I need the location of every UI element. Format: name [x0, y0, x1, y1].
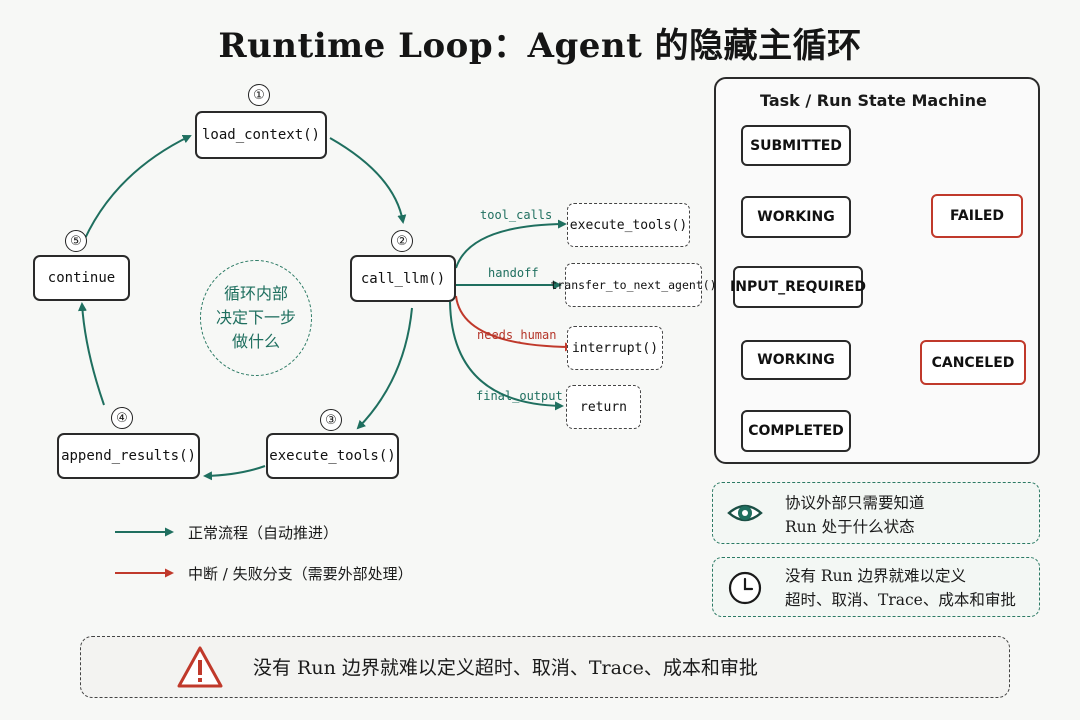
node-transfer-to-next-agent: transfer_to_next_agent() [550, 263, 717, 307]
node-append-results: append_results() [57, 433, 200, 479]
center-line-3: 做什么 [231, 332, 280, 351]
node-load-context: load_context() [195, 111, 327, 159]
center-line-2: 决定下一步 [215, 308, 296, 327]
arrow-branch-final-output [449, 301, 564, 411]
state-input-required: INPUT_REQUIRED [730, 266, 866, 308]
state-working-2: WORKING [741, 340, 851, 380]
info-box-protocol: 协议外部只需要知道 Run 处于什么状态 [712, 482, 1040, 544]
legend-normal-label: 正常流程（自动推进） [188, 524, 339, 542]
edge-label-handoff: handoff [488, 266, 539, 280]
eye-icon [727, 504, 763, 522]
node-return: return [566, 385, 641, 429]
step-number-1: ① [248, 84, 270, 106]
arrow-branch-tool-calls [455, 219, 567, 269]
node-execute-tools: execute_tools() [266, 433, 399, 479]
loop-center-note: 循环内部 决定下一步 做什么 [200, 260, 312, 376]
warning-banner: 没有 Run 边界就难以定义超时、取消、Trace、成本和审批 [80, 636, 1010, 698]
info-line: 协议外部只需要知道 [785, 494, 925, 512]
arrow-execute-to-append [203, 465, 266, 481]
state-machine-title: Task / Run State Machine [760, 91, 987, 110]
arrow-append-to-continue [77, 302, 105, 406]
page-title: Runtime Loop：Agent 的隐藏主循环 [218, 26, 862, 66]
edge-label-needs-human: needs_human [477, 328, 557, 342]
clock-icon [728, 571, 762, 605]
state-completed: COMPLETED [741, 410, 851, 452]
state-failed: FAILED [931, 194, 1023, 238]
edge-label-tool-calls: tool_calls [480, 208, 553, 222]
warning-text: 没有 Run 边界就难以定义超时、取消、Trace、成本和审批 [253, 657, 758, 679]
arrow-continue-to-load [79, 135, 192, 251]
state-working-1: WORKING [741, 196, 851, 238]
arrow-call-to-execute [356, 307, 413, 430]
info-box-run-boundary-text: 没有 Run 边界就难以定义 超时、取消、Trace、成本和审批 [785, 564, 1016, 612]
info-line: 超时、取消、Trace、成本和审批 [785, 591, 1016, 609]
step-number-2: ② [391, 230, 413, 252]
node-branch-execute-tools: execute_tools() [567, 203, 690, 247]
arrow-load-to-call [329, 137, 407, 224]
node-interrupt: interrupt() [567, 326, 663, 370]
info-line: 没有 Run 边界就难以定义 [785, 567, 966, 585]
state-submitted: SUBMITTED [741, 125, 851, 166]
state-canceled: CANCELED [920, 340, 1026, 385]
step-number-5: ⑤ [65, 230, 87, 252]
info-line: Run 处于什么状态 [785, 518, 915, 536]
info-box-protocol-text: 协议外部只需要知道 Run 处于什么状态 [785, 491, 925, 539]
node-call-llm: call_llm() [350, 255, 456, 302]
arrow-branch-needs-human [455, 295, 574, 352]
warning-icon [177, 646, 223, 688]
center-line-1: 循环内部 [223, 284, 288, 303]
step-number-3: ③ [320, 409, 342, 431]
edge-label-final-output: final_output [476, 389, 563, 403]
node-continue: continue [33, 255, 130, 301]
legend-interrupt-label: 中断 / 失败分支（需要外部处理） [188, 565, 413, 583]
info-box-run-boundary: 没有 Run 边界就难以定义 超时、取消、Trace、成本和审批 [712, 557, 1040, 617]
step-number-4: ④ [111, 407, 133, 429]
